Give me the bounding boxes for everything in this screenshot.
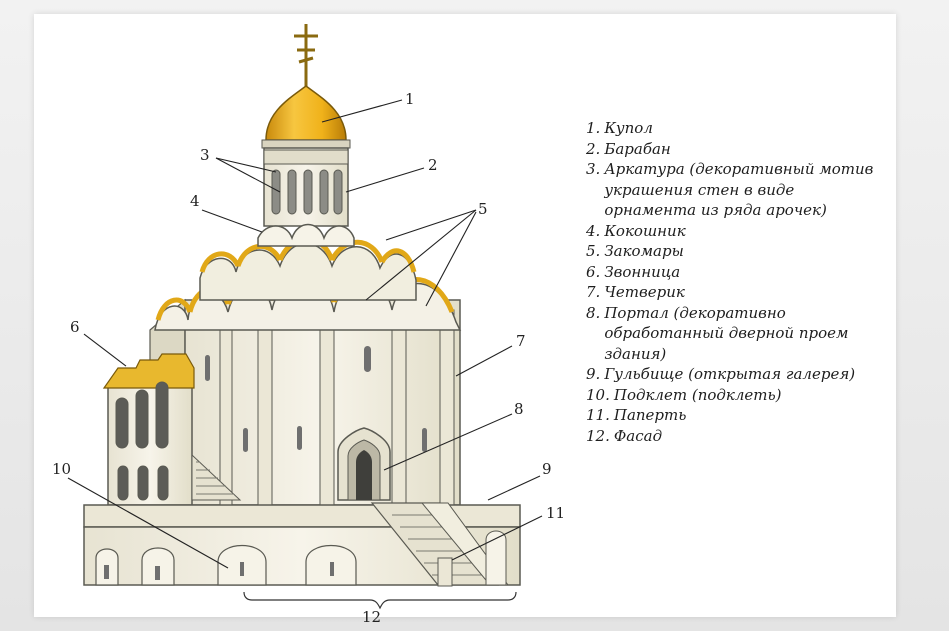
legend-item-7: 7. Четверик (586, 282, 886, 303)
legend-text: Подклет (подклеть) (613, 385, 782, 404)
callout-numbers: 1 2 3 4 5 6 7 8 9 10 11 12 (52, 90, 565, 626)
drum (263, 147, 349, 227)
dome (265, 85, 347, 141)
legend-number: 3. (586, 160, 601, 178)
legend-number: 6. (586, 262, 601, 281)
legend-number: 9. (586, 365, 601, 383)
legend-number: 1. (586, 119, 601, 137)
legend-item-4: 4. Кокошник (586, 221, 886, 242)
legend-number: 10. (586, 385, 610, 404)
legend-number: 8. (586, 303, 601, 322)
legend-text: Закомары (604, 242, 684, 260)
gallery-base (83, 502, 521, 587)
legend-number: 12. (586, 426, 610, 445)
legend-item-12: 12. Фасад (586, 426, 886, 447)
callout-11: 11 (546, 504, 565, 522)
legend-text: Звонница (604, 262, 681, 281)
legend-text: Четверик (604, 283, 685, 301)
leader-lines (67, 99, 543, 569)
legend-number: 7. (586, 283, 601, 301)
legend-text: Аркатура (декоративный мотив украшения с… (604, 160, 874, 219)
legend-item-6: 6. Звонница (586, 262, 886, 283)
belfry (102, 353, 242, 506)
legend-number: 4. (586, 221, 601, 240)
callout-8: 8 (514, 400, 524, 418)
legend-item-1: 1. Купол (586, 118, 886, 139)
legend-number: 2. (586, 139, 601, 158)
callout-5: 5 (478, 200, 488, 218)
dome-base (261, 139, 351, 149)
legend-number: 11. (586, 406, 610, 424)
callout-10: 10 (52, 460, 71, 478)
legend-text: Фасад (613, 426, 663, 445)
callout-12: 12 (362, 608, 381, 626)
legend-item-5: 5. Закомары (586, 241, 886, 262)
portal (337, 427, 391, 501)
callout-2: 2 (428, 156, 438, 174)
callout-9: 9 (542, 460, 552, 478)
legend-item-8: 8. Портал (декоративно обработанный двер… (586, 303, 886, 365)
callout-3: 3 (200, 146, 210, 164)
legend: 1. Купол 2. Барабан 3. Аркатура (декорат… (586, 118, 886, 446)
legend-item-2: 2. Барабан (586, 139, 886, 160)
callout-7: 7 (516, 332, 526, 350)
legend-item-3: 3. Аркатура (декоративный мотив украшени… (586, 159, 886, 221)
legend-text: Барабан (604, 139, 671, 158)
cross (294, 24, 318, 90)
zakomary (154, 223, 462, 331)
legend-item-11: 11. Паперть (586, 405, 886, 426)
legend-item-10: 10. Подклет (подклеть) (586, 385, 886, 406)
legend-text: Портал (декоративно обработанный дверной… (604, 303, 849, 363)
legend-text: Гульбище (открытая галерея) (604, 365, 856, 383)
legend-text: Кокошник (604, 221, 686, 240)
callout-6: 6 (70, 318, 80, 336)
legend-item-9: 9. Гульбище (открытая галерея) (586, 364, 886, 385)
main-building (149, 298, 461, 506)
callout-4: 4 (190, 192, 200, 210)
legend-text: Купол (604, 119, 653, 137)
legend-text: Паперть (613, 406, 687, 424)
callout-1: 1 (405, 90, 415, 108)
facade-bracket (243, 591, 517, 610)
legend-number: 5. (586, 242, 601, 260)
